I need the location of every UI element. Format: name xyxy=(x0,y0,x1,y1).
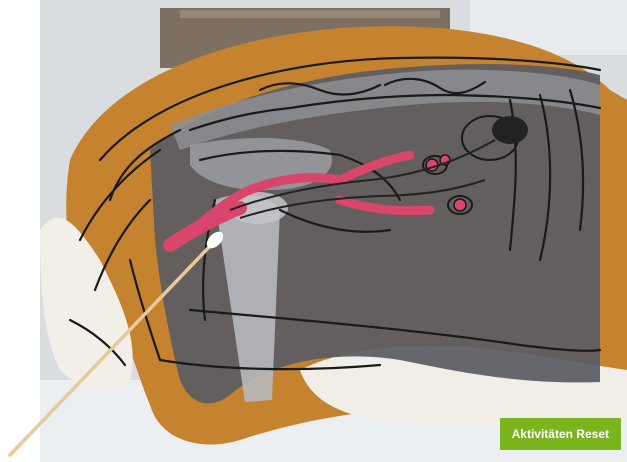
kidney-dark xyxy=(492,116,528,144)
activities-reset-button[interactable]: Aktivitäten Reset xyxy=(500,418,621,450)
left-margin xyxy=(0,0,40,462)
anatomy-stage[interactable]: Aktivitäten Reset xyxy=(40,0,627,462)
dog-anatomy-scene xyxy=(40,0,627,462)
